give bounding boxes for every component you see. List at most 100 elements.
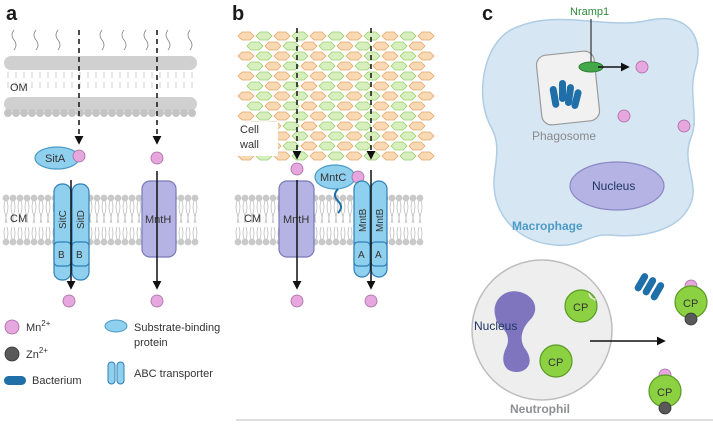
lipid-head (107, 194, 115, 202)
peptidoglycan-unit (309, 71, 327, 81)
mnt-a-domain-left (353, 241, 371, 267)
lipid-tail (131, 200, 135, 224)
lipid-tail (195, 226, 198, 240)
sitd-label: SitD (76, 210, 87, 229)
lipid-tail (396, 200, 400, 224)
peptidoglycan-unit (336, 81, 354, 91)
lipid-tail (181, 226, 184, 240)
panel-b-letter: b (232, 3, 244, 25)
peptidoglycan-unit (300, 121, 318, 131)
lipid-tail (188, 226, 191, 240)
lipid-tail (403, 226, 406, 240)
lipid-head (16, 238, 24, 246)
mnth-label-b: MntH (283, 214, 309, 226)
peptidoglycan-unit (282, 121, 300, 131)
lipid-tail (129, 200, 133, 224)
calprotectin-complex: CP (564, 289, 598, 323)
legend-abc-label: ABC transporter (134, 368, 213, 380)
lipid-tail (47, 200, 51, 224)
lipid-tail (245, 226, 248, 240)
sit-b-label-right: B (76, 250, 83, 261)
lipid-tail (124, 200, 128, 224)
lipid-head (128, 194, 136, 202)
lipid-tail (238, 226, 241, 240)
sit-b-label-left: B (58, 250, 65, 261)
cm-label-a: CM (10, 213, 27, 225)
mn-ion (150, 294, 164, 308)
peptidoglycan-unit (282, 81, 300, 91)
panel-b: b Cell wall CM MntH MntC (232, 3, 713, 421)
lipid-tail (412, 200, 416, 224)
lipid-head (2, 194, 10, 202)
nramp1-label: Nramp1 (570, 6, 609, 18)
zn-ion (684, 312, 698, 326)
cp-molecule (539, 344, 573, 378)
macrophage-label: Macrophage (512, 219, 583, 233)
peptidoglycan-unit (390, 101, 408, 111)
peptidoglycan-unit (345, 51, 363, 61)
lipid-head (248, 238, 256, 246)
lipid-tail (136, 200, 140, 224)
lipid-head (395, 194, 403, 202)
lipid-tail (115, 226, 118, 240)
om-lipid-head (76, 109, 84, 117)
lipid-tail (13, 226, 16, 240)
peptidoglycan-unit (390, 121, 408, 131)
lipid-head (409, 194, 417, 202)
lipid-head (114, 238, 122, 246)
lipid-tail (40, 200, 44, 224)
peptidoglycan-unit (372, 41, 390, 51)
peptidoglycan-unit (381, 31, 399, 41)
lipid-tail (185, 200, 189, 224)
mn-ion (290, 294, 304, 308)
lipid-head (184, 238, 192, 246)
lipid-head (388, 194, 396, 202)
lipid-tail (417, 226, 420, 240)
cp-label: CP (573, 302, 588, 314)
calprotectin-complex: CP (648, 368, 682, 415)
peptidoglycan-unit (264, 101, 282, 111)
lipid-head (9, 194, 17, 202)
peptidoglycan-unit (372, 121, 390, 131)
mntb-abc-transporter: MntB MntB A A (353, 180, 388, 278)
outer-membrane (4, 29, 197, 117)
peptidoglycan-unit (264, 81, 282, 91)
peptidoglycan-unit (354, 101, 372, 111)
panel-c-letter: c (482, 3, 493, 25)
peptidoglycan-unit (318, 81, 336, 91)
lipid-tail (101, 200, 105, 224)
legend-zn-label: Zn2+ (26, 346, 48, 361)
om-label: OM (10, 82, 28, 94)
peptidoglycan-unit (255, 71, 273, 81)
lipid-tail (419, 200, 423, 224)
zn-ion (658, 401, 672, 415)
lipid-tail (96, 200, 100, 224)
mnth-label-a: MntH (145, 214, 171, 226)
lipid-tail (329, 226, 332, 240)
legend-zn-swatch (4, 346, 20, 362)
legend-sbp-label-line1: Substrate-binding (134, 322, 220, 334)
extracellular-bacteria (634, 273, 665, 301)
lipid-tail (256, 200, 260, 224)
peptidoglycan-unit (336, 141, 354, 151)
peptidoglycan-unit (264, 61, 282, 71)
peptidoglycan-unit (246, 61, 264, 71)
peptidoglycan-unit (318, 121, 336, 131)
peptidoglycan-unit (354, 41, 372, 51)
mnt-a-label-right: A (375, 250, 382, 261)
peptidoglycan-unit (255, 51, 273, 61)
om-lipid-head (140, 109, 148, 117)
lipid-head (402, 194, 410, 202)
lipid-tail (235, 200, 239, 224)
mn-ion (72, 149, 86, 163)
peptidoglycan-unit (345, 71, 363, 81)
peptidoglycan-unit (300, 61, 318, 71)
lipid-tail (108, 200, 112, 224)
lipid-tail (3, 200, 7, 224)
om-lipid-head (156, 109, 164, 117)
lipid-tail (235, 226, 238, 240)
panel-a: a OM SitA CM SitC SitD B (2, 3, 199, 308)
peptidoglycan-unit (417, 111, 435, 121)
lipid-tail (122, 226, 125, 240)
lipid-tail (389, 200, 393, 224)
